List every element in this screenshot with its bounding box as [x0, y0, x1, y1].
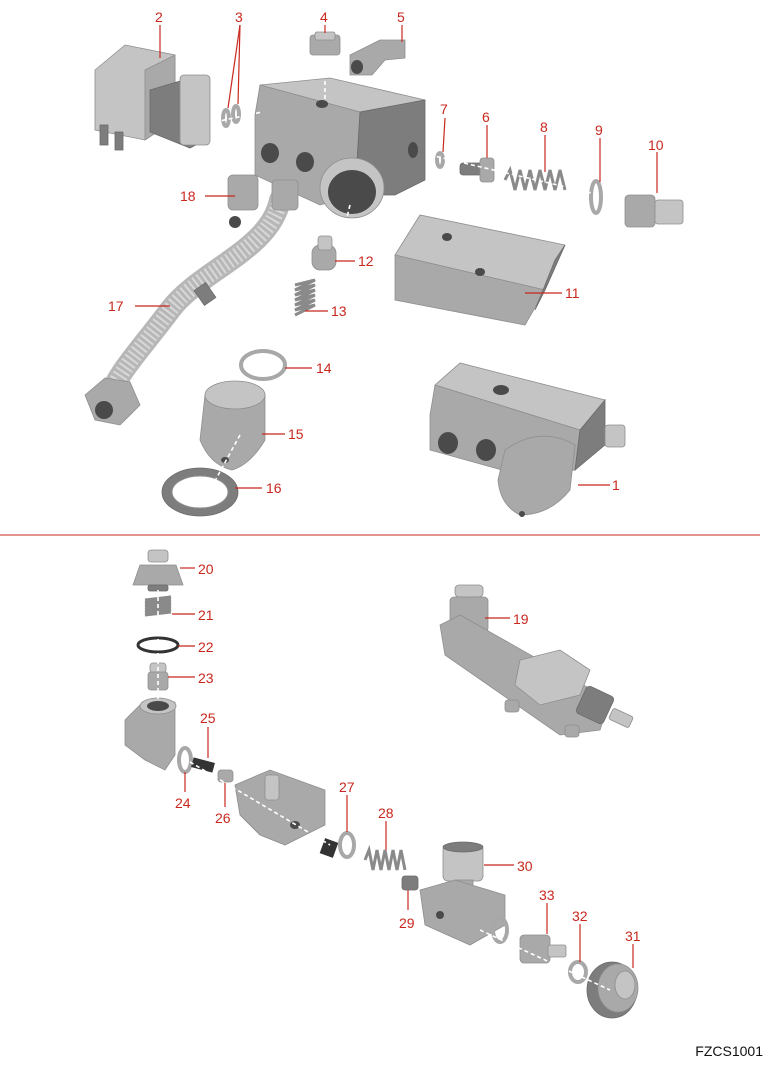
part-8-spring: [503, 165, 567, 191]
part-18-fitting: [227, 174, 259, 228]
callout-6: 6: [482, 109, 490, 125]
callout-20: 20: [198, 561, 214, 577]
part-10-threaded-fitting: [624, 194, 684, 228]
callout-17: 17: [108, 298, 124, 314]
callout-8: 8: [540, 119, 548, 135]
part-30-solenoid-valve: [419, 841, 509, 946]
part-25-spring: [191, 757, 215, 773]
part-24-elbow-body: [124, 697, 193, 774]
callout-1: 1: [612, 477, 620, 493]
callout-15: 15: [288, 426, 304, 442]
callout-31: 31: [625, 928, 641, 944]
callout-14: 14: [316, 360, 332, 376]
bottom-assembly: [124, 549, 639, 1019]
callout-18: 18: [180, 188, 196, 204]
drawing-code: FZCS1001: [695, 1043, 763, 1059]
part-12-valve-insert: [311, 235, 337, 271]
callout-25: 25: [200, 710, 216, 726]
part-27-retainer: [319, 831, 356, 859]
part-1-valve-assembly: [429, 362, 626, 517]
part-28-spring: [363, 844, 407, 871]
part-19-valve-assembly: [439, 584, 634, 738]
callout-11: 11: [565, 285, 580, 301]
part-4-plug: [309, 31, 341, 56]
callout-10: 10: [648, 137, 664, 153]
callout-26: 26: [215, 810, 231, 826]
callout-33: 33: [539, 887, 555, 903]
callout-3: 3: [235, 9, 243, 25]
part-11-bracket: [394, 214, 566, 326]
callout-9: 9: [595, 122, 603, 138]
part-2-solenoid-coil: [94, 44, 211, 151]
callout-27: 27: [339, 779, 355, 795]
callouts: 1 2 3 4 5 6 7 8 9 10 11 12: [108, 9, 664, 968]
callout-28: 28: [378, 805, 394, 821]
callout-19: 19: [513, 611, 529, 627]
callout-5: 5: [397, 9, 405, 25]
assembly-axis-lines-bottom: [157, 590, 611, 991]
part-5-elbow-fitting: [349, 39, 406, 76]
callout-12: 12: [358, 253, 374, 269]
callout-4: 4: [320, 9, 328, 25]
top-assembly: [84, 31, 684, 517]
part-33-connector: [519, 934, 567, 964]
part-3-washers: [221, 104, 241, 128]
callout-29: 29: [399, 915, 415, 931]
callout-2: 2: [155, 9, 163, 25]
part-29-plunger: [401, 875, 419, 891]
part-22-o-ring: [136, 636, 180, 654]
part-16-lock-nut: [161, 467, 239, 517]
part-7-washer: [435, 151, 445, 169]
part-9-washer: [589, 179, 603, 215]
part-14-washer: [239, 349, 287, 381]
callout-32: 32: [572, 908, 588, 924]
part-31-knob: [586, 961, 639, 1019]
callout-7: 7: [440, 101, 448, 117]
callout-21: 21: [198, 607, 214, 623]
callout-24: 24: [175, 795, 191, 811]
part-26-pin: [217, 769, 234, 783]
callout-13: 13: [331, 303, 347, 319]
part-6-valve-pin: [459, 157, 495, 183]
part-17-braided-hose: [84, 179, 299, 426]
part-20-valve-cap: [132, 549, 184, 592]
assembly-axis-lines: [209, 60, 601, 491]
callout-22: 22: [198, 639, 214, 655]
callout-16: 16: [266, 480, 282, 496]
callout-30: 30: [517, 858, 533, 874]
part-15-threaded-cap: [199, 380, 266, 471]
callout-23: 23: [198, 670, 214, 686]
part-13-spring: [294, 278, 316, 317]
mid-housing: [234, 769, 326, 846]
